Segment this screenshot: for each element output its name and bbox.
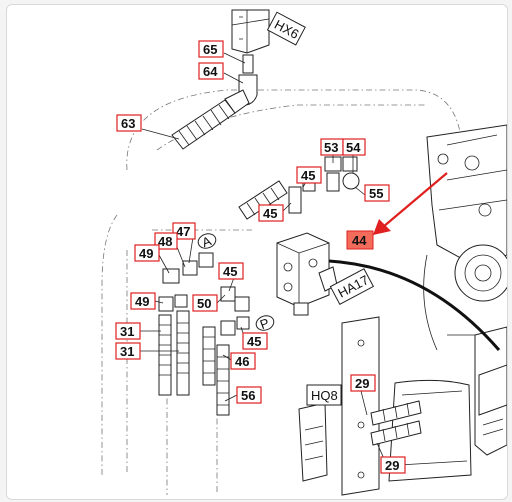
label-55-text: 55 bbox=[369, 186, 383, 201]
label-44-text: 44 bbox=[352, 233, 367, 248]
label-55: 55 bbox=[364, 184, 390, 202]
hq8-code: HQ8 bbox=[306, 384, 342, 406]
label-48-text: 48 bbox=[158, 234, 172, 249]
lower-right-block bbox=[474, 326, 507, 456]
frame-outline-lower bbox=[101, 214, 252, 495]
label-49-a: 49 bbox=[134, 244, 160, 262]
hq8-plate bbox=[298, 316, 472, 496]
label-29-b-text: 29 bbox=[385, 458, 399, 473]
label-31-b: 31 bbox=[115, 342, 141, 360]
fitting-53-54 bbox=[324, 156, 360, 192]
label-45-b-text: 45 bbox=[263, 206, 277, 221]
diagram-frame: HX6 HA17 bbox=[6, 4, 508, 500]
label-64: 64 bbox=[198, 62, 224, 80]
ha17-code: HA17 bbox=[329, 268, 375, 305]
label-64-text: 64 bbox=[203, 64, 218, 79]
hydraulic-parts-diagram: HX6 HA17 bbox=[101, 9, 507, 496]
label-45-c-text: 45 bbox=[223, 264, 237, 279]
label-50-text: 50 bbox=[197, 296, 211, 311]
label-54-text: 54 bbox=[346, 140, 361, 155]
pressure-line bbox=[328, 259, 501, 351]
label-49-b: 49 bbox=[130, 292, 156, 310]
label-54: 54 bbox=[342, 138, 366, 156]
engine-bracket bbox=[423, 124, 507, 351]
label-45-a-text: 45 bbox=[301, 168, 315, 183]
hx6-code: HX6 bbox=[266, 11, 306, 46]
label-47: 47 bbox=[172, 222, 196, 240]
label-63-text: 63 bbox=[121, 116, 135, 131]
hoses-29 bbox=[370, 400, 422, 446]
label-45-d: 45 bbox=[242, 332, 268, 350]
frame-outline-upper bbox=[126, 89, 463, 171]
manifold-block bbox=[276, 232, 338, 316]
label-31-a-text: 31 bbox=[120, 324, 134, 339]
label-65: 65 bbox=[198, 40, 224, 58]
hose-46-56 bbox=[202, 326, 230, 416]
label-65-text: 65 bbox=[203, 42, 217, 57]
hose-63 bbox=[171, 89, 250, 150]
highlight-arrow bbox=[373, 172, 448, 235]
label-56: 56 bbox=[236, 386, 262, 404]
label-44-highlight[interactable]: 44 bbox=[346, 230, 374, 250]
label-50: 50 bbox=[192, 294, 218, 312]
label-48: 48 bbox=[154, 232, 178, 250]
label-49-a-text: 49 bbox=[139, 246, 153, 261]
label-29-a: 29 bbox=[350, 374, 376, 392]
label-46-text: 46 bbox=[235, 354, 249, 369]
label-56-text: 56 bbox=[241, 388, 255, 403]
label-45-b: 45 bbox=[258, 204, 284, 222]
left-fittings bbox=[158, 252, 250, 336]
label-45-c: 45 bbox=[218, 262, 244, 280]
label-53-text: 53 bbox=[324, 140, 338, 155]
hq8-code-text: HQ8 bbox=[311, 388, 338, 403]
label-49-b-text: 49 bbox=[135, 294, 149, 309]
hx6-fitting bbox=[231, 9, 270, 106]
hose-31-pair bbox=[158, 310, 190, 396]
label-63: 63 bbox=[116, 114, 142, 132]
label-45-a: 45 bbox=[296, 166, 322, 184]
label-31-a: 31 bbox=[115, 322, 141, 340]
label-45-d-text: 45 bbox=[247, 334, 261, 349]
label-47-text: 47 bbox=[176, 224, 190, 239]
label-53: 53 bbox=[320, 138, 344, 156]
label-29-a-text: 29 bbox=[355, 376, 369, 391]
label-29-b: 29 bbox=[380, 456, 406, 474]
label-31-b-text: 31 bbox=[120, 344, 134, 359]
port-mark-p: P bbox=[255, 315, 275, 332]
label-46: 46 bbox=[230, 352, 256, 370]
port-mark-a: A bbox=[197, 233, 217, 250]
